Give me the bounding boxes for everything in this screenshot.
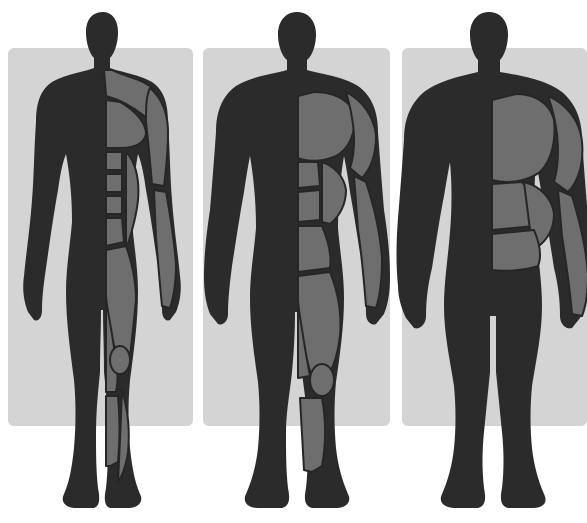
figure-panel-athletic [203,12,390,508]
figure-panel-heavy [397,12,587,508]
figure-panel-slim [8,12,193,508]
